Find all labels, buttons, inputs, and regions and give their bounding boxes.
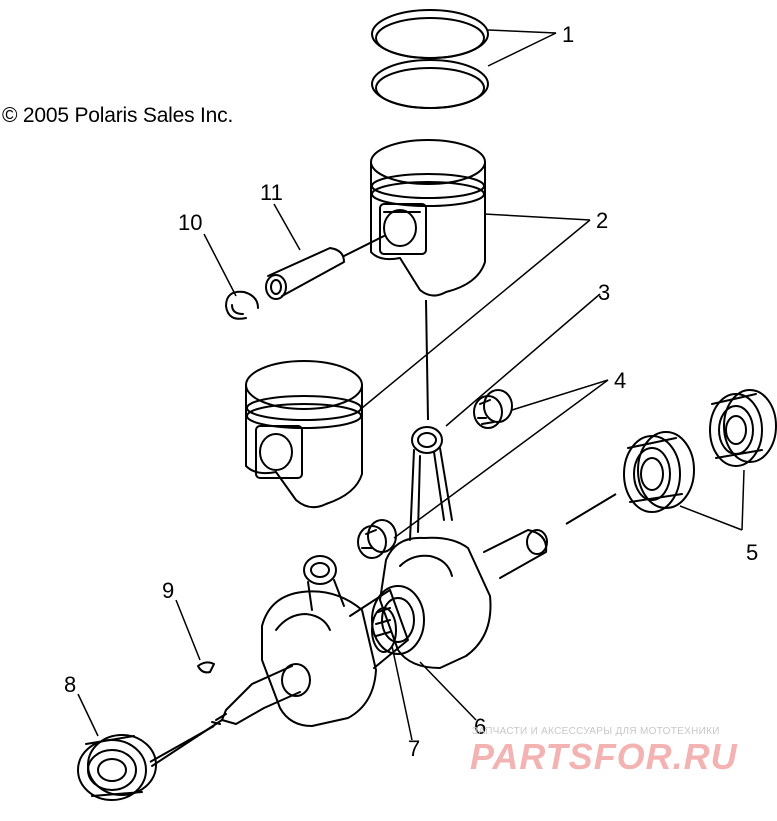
main-bearing-mid [623, 431, 695, 513]
callout-6: 6 [474, 714, 486, 739]
assembly-guide-lines [149, 299, 617, 763]
woodruff-key [197, 661, 215, 674]
needle-bearing-upper [473, 389, 513, 429]
leader-lines [77, 29, 745, 741]
callout-11: 11 [260, 180, 283, 205]
callout-3: 3 [598, 280, 610, 305]
callout-4: 4 [614, 368, 626, 393]
connecting-rod-rear [303, 555, 345, 611]
callout-2: 2 [596, 208, 608, 233]
crankshaft [211, 529, 548, 727]
callout-7: 7 [408, 736, 420, 761]
callout-1: 1 [562, 22, 574, 47]
callout-labels: 1 2 3 4 5 6 7 8 9 10 11 [64, 22, 758, 761]
crank-seal [371, 585, 425, 655]
piston-upper [370, 139, 486, 297]
crank-spacer [371, 607, 397, 653]
main-bearing-front [77, 719, 223, 801]
copyright-notice: © 2005 Polaris Sales Inc. [2, 104, 234, 127]
circlip [225, 290, 259, 320]
callout-9: 9 [162, 578, 174, 603]
connecting-rod-front [409, 426, 453, 541]
watermark-brand: PARTSFOR.RU [470, 736, 738, 777]
main-bearing-outer [709, 389, 777, 467]
piston-pin [265, 235, 385, 300]
callout-10: 10 [178, 210, 202, 235]
callout-5: 5 [746, 540, 758, 565]
callout-8: 8 [64, 672, 76, 697]
watermark-tagline: ЗАПЧАСТИ И АКСЕССУАРЫ ДЛЯ МОТОТЕХНИКИ [472, 726, 720, 737]
piston-rings [371, 9, 489, 109]
piston-lower [245, 360, 363, 509]
